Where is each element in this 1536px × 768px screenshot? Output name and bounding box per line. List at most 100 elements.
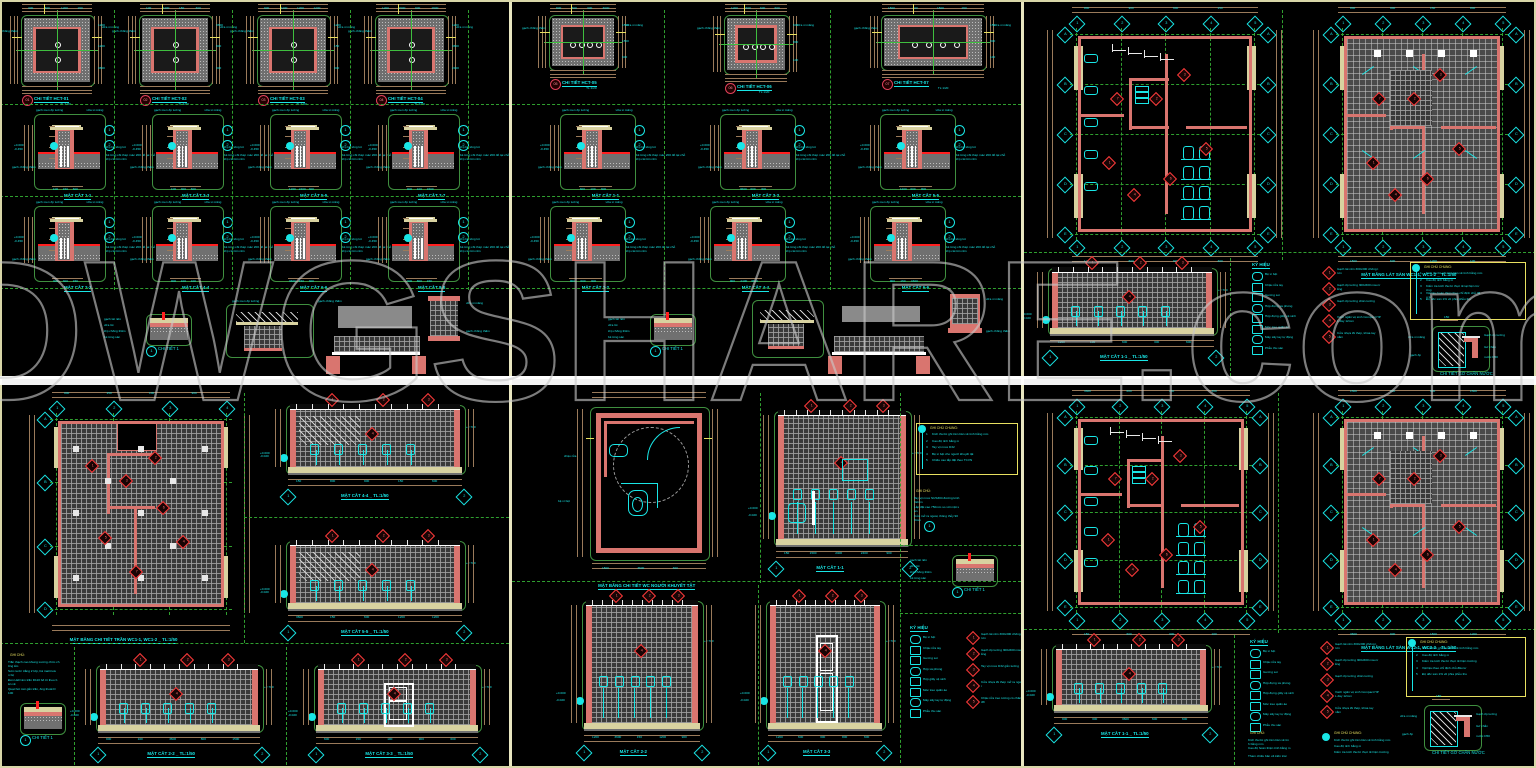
grid-bubble-y-right[interactable]: D bbox=[1508, 552, 1525, 569]
grid-bubble-x-top[interactable]: 4 bbox=[1455, 399, 1472, 416]
legend-note-marker[interactable]: 1 bbox=[966, 631, 980, 645]
level-bubble[interactable] bbox=[887, 234, 895, 242]
legend-note-marker[interactable]: 2 bbox=[1320, 657, 1334, 671]
grid-bubble-y[interactable]: B bbox=[37, 475, 54, 492]
detail-tag[interactable]: 1 bbox=[20, 735, 31, 746]
grid-bubble-y-right[interactable]: B bbox=[1260, 77, 1277, 94]
grid-bubble-y-left[interactable]: A bbox=[1323, 27, 1340, 44]
legend-note-marker[interactable]: 2 bbox=[1322, 282, 1336, 296]
grid-bubble-x[interactable]: 1 bbox=[49, 401, 66, 418]
grid-bubble-x[interactable]: 2 bbox=[105, 401, 122, 418]
grid-bubble-x-bottom[interactable]: 2 bbox=[1375, 613, 1392, 630]
detail-callout[interactable]: 2 bbox=[634, 140, 645, 151]
grid-bubble-x-top[interactable]: 1 bbox=[1069, 399, 1086, 416]
detail-callout[interactable]: 2 bbox=[784, 232, 795, 243]
plan-note-marker[interactable]: 1 bbox=[1102, 156, 1116, 170]
grid-bubble[interactable]: 2 bbox=[1202, 727, 1219, 744]
grid-bubble-x-bottom[interactable]: 3 bbox=[1415, 613, 1432, 630]
panel-bottom-right[interactable]: 1122334455AABBCCDDEE12345673600150600600… bbox=[1024, 385, 1536, 768]
grid-bubble-x-top[interactable]: 3 bbox=[1158, 16, 1175, 33]
grid-bubble-y-left[interactable]: C bbox=[1057, 505, 1074, 522]
detail-tag[interactable]: 1 bbox=[146, 346, 157, 357]
grid-bubble-x-top[interactable]: 2 bbox=[1375, 399, 1392, 416]
grid-bubble-y-right[interactable]: E bbox=[1508, 600, 1525, 617]
grid-bubble-y-right[interactable]: C bbox=[1252, 505, 1269, 522]
detail-callout[interactable]: 1 bbox=[794, 125, 805, 136]
legend-note-marker[interactable]: 5 bbox=[966, 695, 980, 709]
grid-bubble-x-top[interactable]: 2 bbox=[1111, 399, 1128, 416]
grid-bubble-x-bottom[interactable]: 4 bbox=[1455, 613, 1472, 630]
grid-bubble-x-top[interactable]: 1 bbox=[1069, 16, 1086, 33]
grid-bubble-y-left[interactable]: D bbox=[1057, 552, 1074, 569]
grid-bubble-y-left[interactable]: C bbox=[1323, 127, 1340, 144]
detail-tag[interactable]: 07 bbox=[882, 79, 893, 90]
detail-callout[interactable]: 1 bbox=[624, 217, 635, 228]
grid-bubble-y[interactable]: D bbox=[37, 602, 54, 619]
grid-bubble[interactable]: 1 bbox=[576, 745, 593, 762]
level-marker[interactable] bbox=[1042, 316, 1050, 324]
grid-bubble-y-right[interactable]: D bbox=[1252, 552, 1269, 569]
grid-bubble-y-left[interactable]: B bbox=[1057, 77, 1074, 94]
grid-bubble-y-left[interactable]: B bbox=[1323, 457, 1340, 474]
grid-bubble-x-top[interactable]: 3 bbox=[1415, 399, 1432, 416]
plan-note-marker[interactable]: 4 bbox=[1127, 188, 1141, 202]
grid-bubble-x-top[interactable]: 5 bbox=[1239, 399, 1256, 416]
plan-note-marker[interactable]: 3 bbox=[1173, 449, 1187, 463]
grid-bubble-y-left[interactable]: E bbox=[1057, 227, 1074, 244]
level-marker[interactable] bbox=[760, 697, 768, 705]
legend-note-marker[interactable]: 3 bbox=[1322, 298, 1336, 312]
grid-bubble[interactable]: 1 bbox=[308, 747, 325, 764]
grid-bubble[interactable]: 2 bbox=[1208, 350, 1225, 367]
grid-bubble-y[interactable]: A bbox=[37, 412, 54, 429]
panel-bottom-left[interactable]: 1234ABCD1234567900150100900MẶT BẰNG CHI … bbox=[0, 385, 509, 768]
grid-bubble-x-top[interactable]: 4 bbox=[1202, 16, 1219, 33]
grid-bubble-x-bottom[interactable]: 1 bbox=[1335, 240, 1352, 257]
grid-bubble-y-right[interactable]: A bbox=[1260, 27, 1277, 44]
grid-bubble-x-bottom[interactable]: 1 bbox=[1069, 240, 1086, 257]
grid-bubble-x-bottom[interactable]: 1 bbox=[1335, 613, 1352, 630]
detail-callout[interactable]: 1 bbox=[784, 217, 795, 228]
grid-bubble-y-right[interactable]: A bbox=[1252, 410, 1269, 427]
legend-note-marker[interactable]: 5 bbox=[1320, 705, 1334, 719]
grid-bubble-y-left[interactable]: E bbox=[1323, 227, 1340, 244]
level-bubble[interactable] bbox=[897, 142, 905, 150]
legend-note-marker[interactable]: 3 bbox=[966, 663, 980, 677]
detail-tag[interactable]: 05 bbox=[550, 79, 561, 90]
grid-bubble-y-right[interactable]: B bbox=[1252, 457, 1269, 474]
detail-callout[interactable]: 2 bbox=[954, 140, 965, 151]
grid-bubble[interactable]: 2 bbox=[694, 745, 711, 762]
level-bubble[interactable] bbox=[727, 234, 735, 242]
panel-bottom-middle[interactable]: 15003600300chậu rửabệ xí bệtMẶT BẰNG CHI… bbox=[512, 385, 1021, 768]
grid-bubble-y-right[interactable]: C bbox=[1260, 127, 1277, 144]
grid-bubble-y-left[interactable]: A bbox=[1057, 27, 1074, 44]
plan-note-marker[interactable]: 3 bbox=[1177, 68, 1191, 82]
grid-bubble-y-right[interactable]: E bbox=[1508, 227, 1525, 244]
grid-bubble-x-top[interactable]: 5 bbox=[1495, 399, 1512, 416]
grid-bubble-x[interactable]: 3 bbox=[162, 401, 179, 418]
grid-bubble[interactable]: 2 bbox=[472, 747, 489, 764]
grid-bubble-x-bottom[interactable]: 2 bbox=[1375, 240, 1392, 257]
grid-bubble-y-right[interactable]: B bbox=[1508, 457, 1525, 474]
grid-bubble-x-bottom[interactable]: 5 bbox=[1495, 240, 1512, 257]
grid-bubble-y-left[interactable]: D bbox=[1057, 177, 1074, 194]
grid-bubble-y-right[interactable]: E bbox=[1252, 600, 1269, 617]
grid-bubble-y-left[interactable]: B bbox=[1323, 77, 1340, 94]
grid-bubble[interactable]: 1 bbox=[760, 745, 777, 762]
grid-bubble-y-left[interactable]: C bbox=[1057, 127, 1074, 144]
panel-top-left[interactable]: 3003001200150120012003600gạch chống thấm… bbox=[0, 0, 509, 376]
grid-bubble-y-left[interactable]: A bbox=[1323, 410, 1340, 427]
level-bubble[interactable] bbox=[567, 234, 575, 242]
plan-note-marker[interactable]: 1 bbox=[1101, 533, 1115, 547]
grid-bubble-x[interactable]: 4 bbox=[219, 401, 236, 418]
grid-bubble-x-bottom[interactable]: 5 bbox=[1239, 613, 1256, 630]
legend-note-marker[interactable]: 5 bbox=[1322, 330, 1336, 344]
level-marker[interactable] bbox=[576, 697, 584, 705]
grid-bubble-x-bottom[interactable]: 3 bbox=[1154, 613, 1171, 630]
legend-note-marker[interactable]: 2 bbox=[966, 647, 980, 661]
grid-bubble[interactable]: 1 bbox=[280, 625, 297, 642]
grid-bubble-x-bottom[interactable]: 2 bbox=[1113, 240, 1130, 257]
grid-bubble-x-bottom[interactable]: 5 bbox=[1495, 613, 1512, 630]
plan-note-marker[interactable]: 7 bbox=[1110, 92, 1124, 106]
grid-bubble-x-bottom[interactable]: 4 bbox=[1202, 240, 1219, 257]
level-marker[interactable] bbox=[1046, 693, 1054, 701]
